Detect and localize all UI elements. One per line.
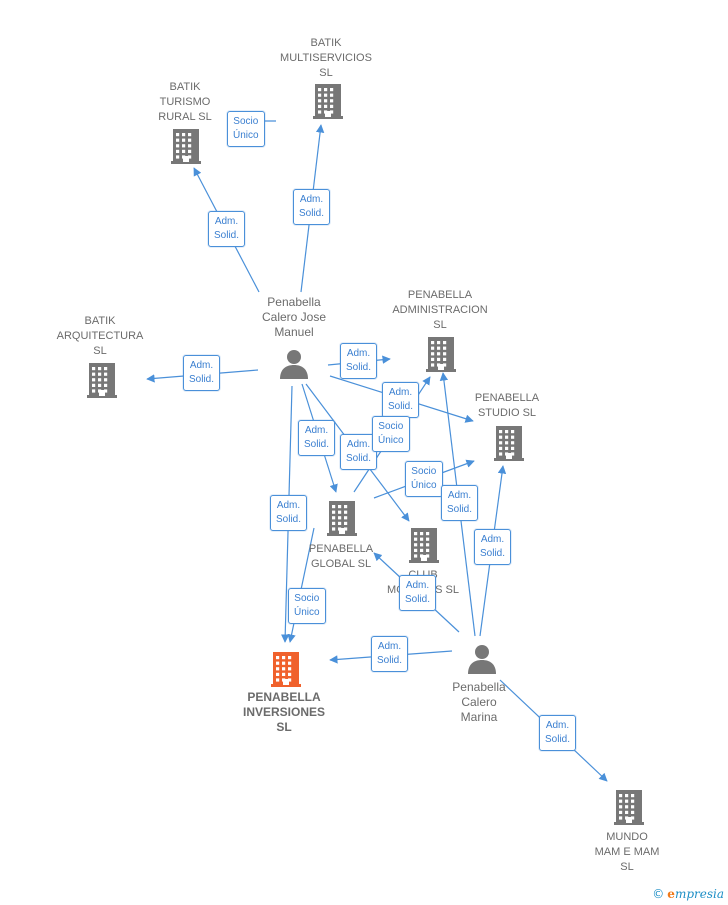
edge-label[interactable]: Adm. Solid. — [340, 343, 378, 379]
node-label-inversiones[interactable]: PENABELLA INVERSIONES SL — [242, 690, 326, 734]
edge-label[interactable]: Adm. Solid. — [399, 575, 437, 611]
edge-label[interactable]: Adm. Solid. — [298, 420, 336, 456]
brand-name: mpresia — [674, 887, 724, 901]
building-icon[interactable] — [494, 425, 524, 466]
node-label-jose[interactable]: Penabella Calero Jose Manuel — [261, 295, 327, 339]
edge-label[interactable]: Socio Único — [227, 111, 265, 147]
edge-label[interactable]: Adm. Solid. — [183, 355, 221, 391]
edge-label[interactable]: Adm. Solid. — [208, 211, 246, 247]
edge-label[interactable]: Adm. Solid. — [382, 382, 420, 418]
edge-label[interactable]: Adm. Solid. — [474, 529, 512, 565]
edge-label[interactable]: Socio Único — [372, 416, 410, 452]
edge-label[interactable]: Socio Único — [288, 588, 326, 624]
edge-label[interactable]: Adm. Solid. — [293, 189, 331, 225]
person-icon[interactable] — [466, 643, 498, 680]
building-icon[interactable] — [87, 362, 117, 403]
brand-initial: e — [667, 887, 675, 901]
empresia-logo[interactable]: ©empresia — [652, 887, 724, 901]
node-label-marina[interactable]: Penabella Calero Marina — [452, 680, 506, 724]
node-label-studio[interactable]: PENABELLA STUDIO SL — [474, 392, 540, 419]
edge-label[interactable]: Adm. Solid. — [371, 636, 409, 672]
edge-label[interactable]: Adm. Solid. — [340, 434, 378, 470]
building-icon[interactable] — [614, 789, 644, 830]
building-icon[interactable] — [409, 527, 439, 568]
building-icon[interactable] — [313, 83, 343, 124]
building-icon[interactable] — [171, 128, 201, 169]
node-label-administracion[interactable]: PENABELLA ADMINISTRACION SL — [392, 289, 488, 331]
edge-label[interactable]: Adm. Solid. — [539, 715, 577, 751]
building-icon[interactable] — [426, 336, 456, 377]
edge-label[interactable]: Adm. Solid. — [270, 495, 308, 531]
building-icon[interactable] — [327, 500, 357, 541]
node-label-multiservicios[interactable]: BATIK MULTISERVICIOS SL — [280, 37, 372, 79]
node-label-turismo[interactable]: BATIK TURISMO RURAL SL — [158, 81, 212, 123]
copyright-icon: © — [652, 887, 665, 901]
node-label-mundo[interactable]: MUNDO MAM E MAM SL — [594, 831, 660, 873]
edge-label[interactable]: Socio Único — [405, 461, 443, 497]
person-icon[interactable] — [278, 348, 310, 385]
node-label-arquitectura[interactable]: BATIK ARQUITECTURA SL — [56, 315, 144, 357]
edge-label[interactable]: Adm. Solid. — [441, 485, 479, 521]
building-icon[interactable] — [271, 651, 301, 692]
node-label-global[interactable]: PENABELLA GLOBAL SL — [308, 543, 374, 570]
